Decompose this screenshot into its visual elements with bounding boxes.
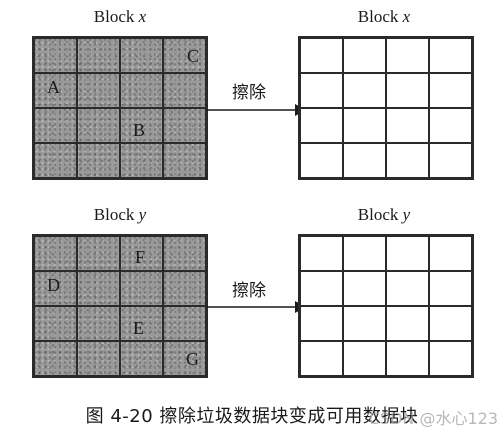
block-x-source-cell bbox=[34, 38, 77, 73]
block-y-source-cell-label: F bbox=[135, 246, 146, 267]
block-y-source-title-prefix: Block bbox=[93, 205, 139, 224]
block-x-source-title: Block x bbox=[30, 7, 210, 27]
block-x-erased-cell bbox=[343, 143, 386, 178]
block-x-erased-cell bbox=[386, 73, 429, 108]
block-y-source-cell-label: G bbox=[186, 348, 199, 369]
block-y-erased-cell bbox=[343, 271, 386, 306]
block-y-source-cell bbox=[77, 341, 120, 376]
block-y-erased-cell bbox=[300, 271, 343, 306]
block-x-erased-title-var: x bbox=[402, 7, 411, 26]
block-y-erased-cell bbox=[429, 271, 472, 306]
block-y-source-cell bbox=[34, 306, 77, 341]
block-x-source-cell bbox=[77, 73, 120, 108]
block-x-erased-cell bbox=[429, 73, 472, 108]
block-y-source-cell: G bbox=[163, 341, 206, 376]
block-y-source-cell bbox=[163, 306, 206, 341]
block-x-source-cell bbox=[163, 73, 206, 108]
erase-label-bottom: 擦除 bbox=[232, 281, 266, 301]
block-x-erased-grid bbox=[298, 36, 474, 180]
block-y-source-title: Block y bbox=[30, 205, 210, 225]
block-x-source-grid: C A B bbox=[32, 36, 208, 180]
block-x-erased-cell bbox=[300, 73, 343, 108]
block-x-erased-cell bbox=[386, 143, 429, 178]
block-x-erased-title: Block x bbox=[294, 7, 474, 27]
erase-arrow-top bbox=[207, 104, 306, 116]
block-y-source-cell bbox=[120, 341, 163, 376]
block-x-erased-cell bbox=[386, 108, 429, 143]
block-y-source-cell: E bbox=[120, 306, 163, 341]
block-x-erased-cell bbox=[343, 73, 386, 108]
block-y-erased-cell bbox=[343, 236, 386, 271]
block-x-source-title-prefix: Block bbox=[93, 7, 139, 26]
block-x-erased-cell bbox=[429, 108, 472, 143]
block-x-source-cell: B bbox=[120, 108, 163, 143]
block-x-source-title-var: x bbox=[138, 7, 147, 26]
block-x-erased-cell bbox=[386, 38, 429, 73]
block-y-source-grid: F D E G bbox=[32, 234, 208, 378]
block-y-erased-title: Block y bbox=[294, 205, 474, 225]
block-x-erased-cell bbox=[343, 108, 386, 143]
block-x-source-cell bbox=[120, 143, 163, 178]
block-x-source-cell: A bbox=[34, 73, 77, 108]
block-y-source-cell bbox=[34, 236, 77, 271]
block-x-source-cell bbox=[34, 143, 77, 178]
block-x-source-cell bbox=[34, 108, 77, 143]
block-y-erased-cell bbox=[429, 341, 472, 376]
block-y-source-cell bbox=[120, 271, 163, 306]
block-x-source-cell bbox=[163, 143, 206, 178]
block-y-erased-cell bbox=[343, 341, 386, 376]
block-x-source-cell: C bbox=[163, 38, 206, 73]
block-y-erased-cell bbox=[386, 306, 429, 341]
block-x-erased-title-prefix: Block bbox=[357, 7, 403, 26]
block-y-erased-title-var: y bbox=[402, 205, 411, 224]
block-x-source-cell bbox=[120, 73, 163, 108]
block-y-source-cell-label: D bbox=[47, 275, 60, 296]
figure-caption: 图 4-20 擦除垃圾数据块变成可用数据块 bbox=[85, 406, 419, 427]
block-y-erased-grid bbox=[298, 234, 474, 378]
block-y-source-cell bbox=[77, 236, 120, 271]
block-x-erased-cell bbox=[300, 143, 343, 178]
block-x-erased-cell bbox=[429, 143, 472, 178]
block-y-erased-title-prefix: Block bbox=[357, 205, 403, 224]
block-y-source-cell bbox=[163, 236, 206, 271]
watermark: CSDN @水心123 bbox=[368, 409, 498, 428]
block-y-erased-cell bbox=[300, 306, 343, 341]
block-y-source-title-var: y bbox=[138, 205, 147, 224]
block-y-source-cell: D bbox=[34, 271, 77, 306]
block-x-erased-cell bbox=[300, 108, 343, 143]
block-x-source-cell-label: C bbox=[186, 45, 199, 66]
block-x-source-cell-label: B bbox=[133, 120, 146, 141]
block-y-source-cell bbox=[34, 341, 77, 376]
block-x-source-cell-label: A bbox=[47, 77, 60, 98]
erase-label-top: 擦除 bbox=[232, 83, 266, 103]
block-y-source-cell bbox=[163, 271, 206, 306]
block-y-source-cell-label: E bbox=[133, 318, 144, 339]
block-x-source-cell bbox=[163, 108, 206, 143]
block-y-erased-cell bbox=[386, 341, 429, 376]
block-y-erased-cell bbox=[300, 236, 343, 271]
block-x-source-cell bbox=[77, 108, 120, 143]
block-y-erased-cell bbox=[429, 306, 472, 341]
block-y-erased-cell bbox=[386, 236, 429, 271]
block-y-erased-cell bbox=[386, 271, 429, 306]
block-y-erased-cell bbox=[300, 341, 343, 376]
block-y-source-cell: F bbox=[120, 236, 163, 271]
block-y-source-cell bbox=[77, 306, 120, 341]
block-x-erased-cell bbox=[343, 38, 386, 73]
block-y-erased-cell bbox=[429, 236, 472, 271]
block-x-erased-cell bbox=[429, 38, 472, 73]
block-y-erased-cell bbox=[343, 306, 386, 341]
block-x-source-cell bbox=[77, 38, 120, 73]
block-y-source-cell bbox=[77, 271, 120, 306]
block-x-erased-cell bbox=[300, 38, 343, 73]
block-x-source-cell bbox=[77, 143, 120, 178]
block-x-source-cell bbox=[120, 38, 163, 73]
